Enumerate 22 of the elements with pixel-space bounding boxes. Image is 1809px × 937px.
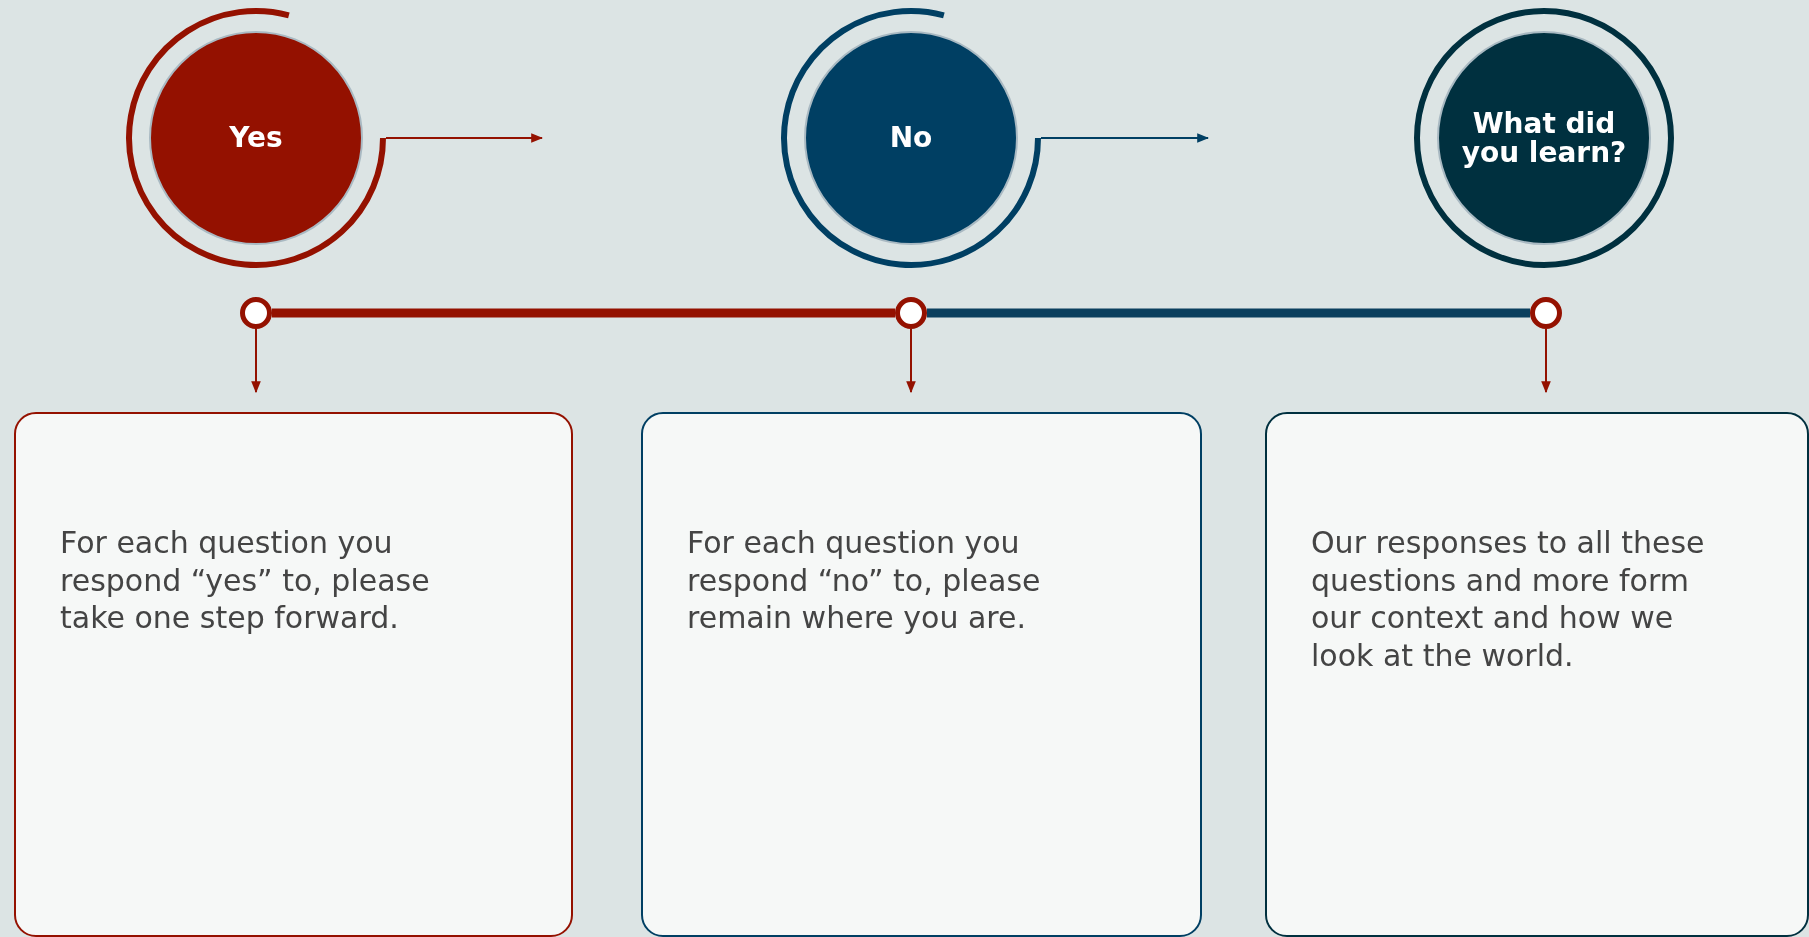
arrow: [906, 328, 916, 394]
timeline-bar: [927, 308, 1530, 318]
circle-label: No: [889, 123, 933, 153]
timeline-bar: [272, 308, 895, 318]
arrow: [385, 133, 544, 143]
circle-node: [125, 7, 387, 269]
timeline-marker: [1530, 297, 1562, 329]
circle-node: [1413, 7, 1675, 269]
circle-label: What did you learn?: [1460, 108, 1628, 168]
circle-label: Yes: [229, 123, 283, 153]
timeline-marker: [240, 297, 272, 329]
card-text: Our responses to all these questions and more form our context and how we look at the world.: [1311, 524, 1706, 674]
card-text: For each question you respond “no” to, please remain where you are.: [687, 524, 1042, 637]
circle-node: [780, 7, 1042, 269]
card-text: For each question you respond “yes” to, please take one step forward.: [60, 524, 431, 637]
timeline-marker: [895, 297, 927, 329]
arrow: [1040, 133, 1210, 143]
text-card: [14, 412, 573, 937]
text-card: [641, 412, 1202, 937]
arrow: [1541, 328, 1551, 394]
text-card: [1265, 412, 1809, 937]
arrow: [251, 328, 261, 394]
